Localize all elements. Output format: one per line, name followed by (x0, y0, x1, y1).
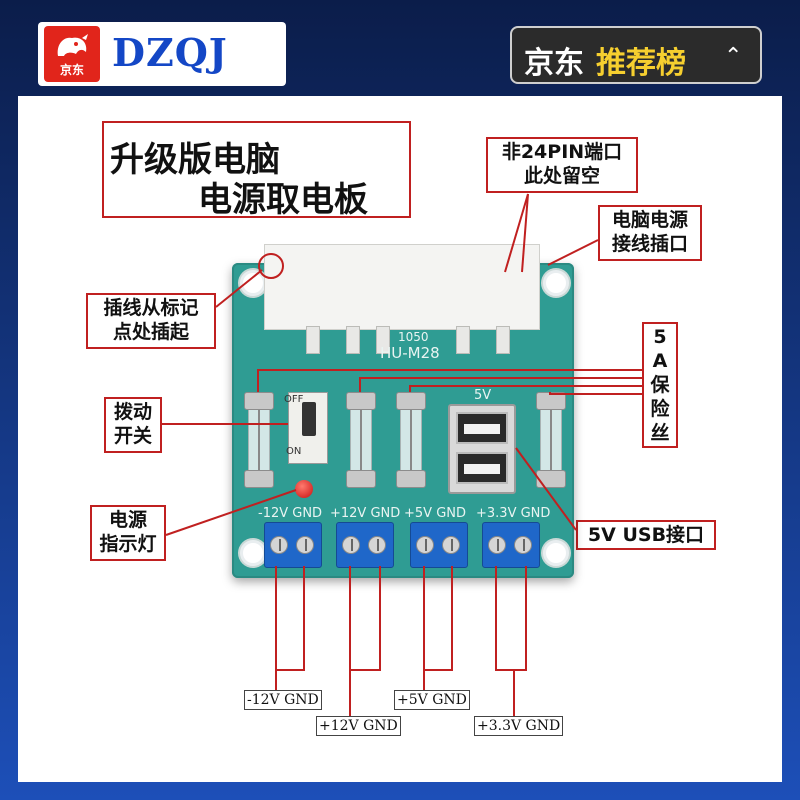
fuse (396, 392, 426, 488)
mount-hole (240, 540, 266, 566)
wire-p5 (423, 566, 453, 671)
insert-mark-circle (258, 253, 284, 279)
usb-silk: 5V (474, 388, 492, 403)
atx-connector (264, 244, 540, 330)
atx-pin (376, 326, 390, 354)
insert-callout-frame (86, 293, 216, 349)
atx-callout-frame (598, 205, 702, 261)
rail-silk-m12: -12V GND (258, 506, 323, 521)
switch-off-silk: OFF (284, 394, 304, 405)
fuse-callout-frame (642, 322, 678, 448)
callout-line (257, 369, 642, 392)
output-label-p33: +3.3V GND (474, 716, 564, 736)
mount-hole (543, 270, 569, 296)
usb-callout-label: 5V USB接口 (587, 524, 705, 546)
switch-callout-line2: 开关 (113, 425, 152, 447)
switch-on-silk: ON (286, 446, 302, 457)
terminal-screw[interactable] (488, 536, 506, 554)
atx-pin (346, 326, 360, 354)
output-label-m12: -12V GND (244, 690, 322, 710)
rail-silk-p12: +12V GND (330, 506, 401, 521)
terminal-screw[interactable] (442, 536, 460, 554)
mount-hole (543, 540, 569, 566)
callout-line (549, 392, 642, 395)
title-line-2: 电源取电板 (198, 180, 368, 220)
recommend-rank-badge[interactable] (510, 26, 762, 84)
brand-name: DZQJ (112, 30, 228, 75)
power-led (295, 480, 313, 498)
fuse-callout-char-3: 保 (650, 374, 670, 396)
callout-line (547, 239, 599, 266)
terminal-screw[interactable] (416, 536, 434, 554)
callout-line (409, 385, 642, 392)
fuse-callout-char-5: 丝 (650, 422, 670, 444)
usb-tongue (464, 424, 500, 434)
terminal-screw[interactable] (514, 536, 532, 554)
rail-silk-p33: +3.3V GND (476, 506, 551, 521)
atx-pin (456, 326, 470, 354)
atx-pin (306, 326, 320, 354)
wire-m12 (275, 566, 305, 671)
insert-callout-line2: 点处插起 (112, 321, 189, 343)
output-label-p5: +5V GND (394, 690, 470, 710)
atx-callout-line2: 接线插口 (611, 233, 688, 255)
insert-callout-line1: 插线从标记 (103, 297, 199, 319)
no24pin-callout-frame (486, 137, 638, 193)
rank-label-part1: 京东 (524, 46, 584, 81)
callout-line (504, 193, 529, 273)
output-label-p12: +12V GND (316, 716, 401, 736)
callout-line (215, 269, 263, 308)
wire-p33 (495, 566, 527, 671)
no24pin-callout-line2: 此处留空 (523, 165, 600, 187)
connector-model-silk: HU-M28 (380, 344, 440, 362)
terminal-screw[interactable] (342, 536, 360, 554)
dog-icon (57, 34, 88, 56)
title-line-1: 升级版电脑 (110, 140, 280, 180)
connector-code-silk: 1050 (398, 330, 429, 344)
usb-tongue (464, 464, 500, 474)
callout-line (515, 447, 577, 531)
terminal-screw[interactable] (270, 536, 288, 554)
rail-silk-p5: +5V GND (404, 506, 466, 521)
atx-callout-line1: 电脑电源 (611, 209, 688, 231)
title-frame (102, 121, 411, 218)
led-callout-line2: 指示灯 (99, 533, 157, 555)
callout-line (359, 377, 642, 392)
fuse-callout-char-1: 5 (653, 326, 667, 348)
terminal-screw[interactable] (368, 536, 386, 554)
wire-p12 (349, 566, 381, 671)
usb-callout-frame (576, 520, 716, 550)
callout-line (165, 489, 297, 536)
fuse (346, 392, 376, 488)
switch-knob[interactable] (302, 402, 316, 436)
callout-line (521, 193, 529, 273)
led-callout-frame (90, 505, 166, 561)
switch-callout-line1: 拨动 (113, 401, 152, 423)
fuse-callout-char-4: 险 (650, 398, 670, 420)
double-chevron-up-icon: ⌃ (724, 44, 743, 69)
rank-label-part2: 推荐榜 (596, 46, 686, 81)
led-callout-line1: 电源 (108, 509, 147, 531)
no24pin-callout-line1: 非24PIN端口 (501, 141, 623, 163)
atx-pin (496, 326, 510, 354)
jd-logo-text: 京东 (59, 63, 84, 77)
switch-callout-frame (104, 397, 162, 453)
terminal-screw[interactable] (296, 536, 314, 554)
fuse-callout-char-2: A (652, 350, 668, 372)
jd-shop-logo: 京东 (44, 26, 100, 82)
